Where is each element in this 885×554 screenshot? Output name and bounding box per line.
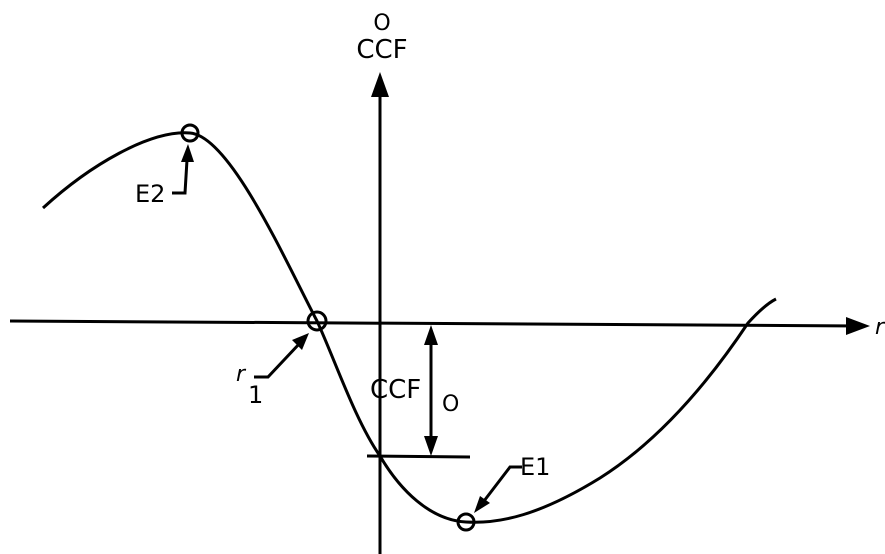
y-axis-label-top: O — [373, 11, 390, 36]
x-axis-arrowhead — [846, 317, 870, 335]
r1-label-symbol: r — [236, 362, 247, 387]
x-axis-label: r — [875, 315, 885, 340]
r1-label-subscript: 1 — [248, 381, 263, 409]
e2-arrowhead — [181, 144, 194, 162]
ccf0-label: CCF — [370, 375, 421, 405]
ccf-curve — [41, 131, 777, 524]
y-axis-label: CCF — [356, 35, 407, 65]
e2-label: E2 — [135, 180, 165, 208]
ccf0-arrow-up — [424, 325, 438, 345]
ccf0-baseline — [366, 454, 471, 459]
point-e2 — [180, 123, 200, 143]
e1-label: E1 — [520, 453, 550, 481]
ccf0-label-subscript: O — [442, 392, 459, 417]
point-e1 — [456, 512, 476, 532]
ccf0-arrow-down — [424, 436, 438, 456]
e1-leader — [482, 465, 522, 502]
y-axis-arrowhead — [371, 72, 389, 97]
r1-arrowhead — [292, 333, 309, 350]
e1-arrowhead — [474, 496, 490, 513]
x-axis — [9, 319, 861, 328]
r1-leader — [254, 341, 302, 379]
point-r1 — [306, 310, 328, 332]
e2-leader — [172, 159, 189, 195]
